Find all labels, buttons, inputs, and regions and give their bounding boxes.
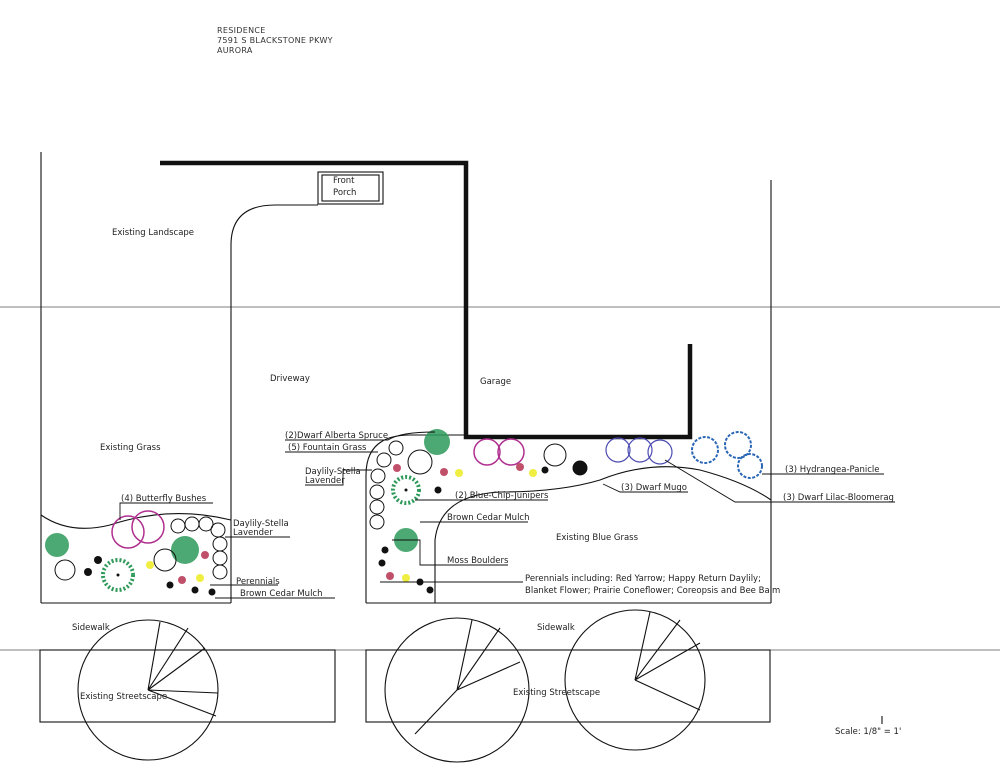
blue-chip-juniper (391, 475, 421, 505)
shrubs-right (407, 443, 588, 476)
spruce-left (45, 533, 199, 592)
label-perennials-right: Perennials including: Red Yarrow; Happy … (525, 574, 761, 584)
driveway-label: Driveway (270, 374, 310, 384)
label-dwarf-lilac: (3) Dwarf Lilac-Bloomerag (783, 493, 894, 503)
butterfly-bushes (111, 510, 165, 549)
label-perennials-left: Perennials (236, 577, 280, 587)
front-porch (317, 171, 384, 205)
label-dwarf-alberta-spruce: (2)Dwarf Alberta Spruce (285, 431, 388, 441)
daylily-border-right (369, 440, 404, 530)
label-moss-boulders: Moss Boulders (447, 556, 509, 566)
streetscape-left (39, 649, 336, 723)
label-daylily-right: Daylily-Stella (305, 467, 361, 477)
street-tree (564, 609, 706, 751)
existing-landscape-label: Existing Landscape (112, 228, 194, 238)
garage-label: Garage (480, 377, 511, 387)
existing-blue-grass-label: Existing Blue Grass (556, 533, 639, 543)
street-tree (384, 617, 530, 763)
label-blue-chip-junipers: (2) Blue-Chip-Junipers (455, 491, 549, 501)
scale-label: Scale: 1/8" = 1' (835, 727, 901, 737)
hydrangea-panicle (691, 431, 763, 479)
label-dwarf-mugo: (3) Dwarf Mugo (621, 483, 687, 493)
sidewalk-label: Sidewalk (537, 623, 575, 633)
label-butterfly-bushes: (4) Butterfly Bushes (121, 494, 207, 504)
label-brown-cedar-mulch-right: Brown Cedar Mulch (447, 513, 530, 523)
fountain-grass (473, 438, 525, 466)
streetscape-label: Existing Streetscape (513, 688, 600, 698)
label-brown-cedar-mulch-left: Brown Cedar Mulch (240, 589, 323, 599)
streetscape-right (365, 649, 771, 723)
driveway-edge-right (365, 434, 466, 603)
label-perennials-right-2: Blanket Flower; Prairie Coneflower; Core… (525, 586, 780, 596)
label-daylily-left: Daylily-Stella (233, 519, 289, 529)
title-city: AURORA (217, 46, 253, 55)
leader-lines (119, 431, 895, 599)
label-fountain-grass: (5) Fountain Grass (288, 443, 367, 453)
label-daylily-right-2: Lavender (305, 476, 345, 486)
perennials-right (378, 463, 549, 594)
dwarf-alberta-spruce (394, 429, 450, 552)
front-porch-label-2: Porch (333, 188, 356, 198)
title-residence: RESIDENCE (217, 26, 266, 35)
streetscape-label: Existing Streetscape (80, 692, 167, 702)
label-hydrangea: (3) Hydrangea-Panicle (785, 465, 880, 475)
daylily-border-left (170, 516, 228, 580)
street-tree (77, 619, 219, 761)
existing-grass-label: Existing Grass (100, 443, 161, 453)
title-address: 7591 S BLACKSTONE PKWY (217, 36, 333, 45)
front-porch-label: Front (333, 176, 355, 186)
sidewalk-label: Sidewalk (72, 623, 110, 633)
driveway-edge-left (230, 204, 318, 603)
label-daylily-left-2: Lavender (233, 528, 273, 538)
house-outline (160, 160, 693, 440)
dwarf-lilac (605, 437, 673, 465)
perennials-left (54, 548, 216, 596)
